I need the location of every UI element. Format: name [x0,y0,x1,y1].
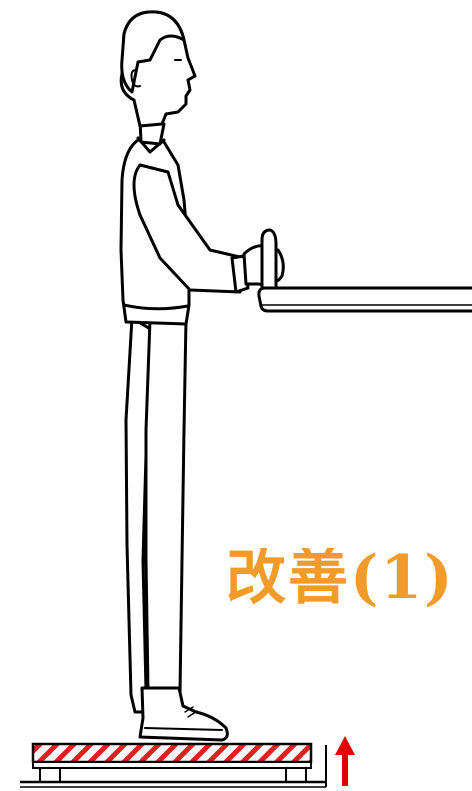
improvement-caption: 改善(1) [226,548,455,608]
work-table [257,286,472,313]
raised-platform [20,742,327,788]
standing-worker [119,10,285,742]
arrow-up-icon [335,736,355,786]
